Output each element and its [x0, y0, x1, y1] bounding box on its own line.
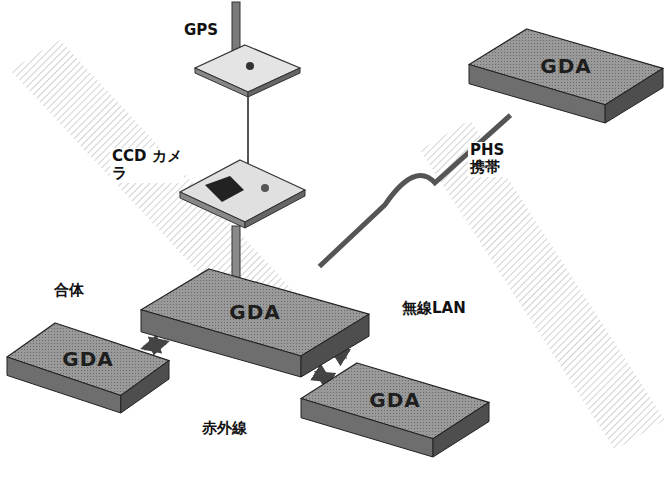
- module-name: GDA: [229, 300, 281, 324]
- ccd-camera: [205, 176, 244, 202]
- link-label: 赤外線: [200, 420, 249, 437]
- link-label: 合体: [52, 282, 86, 299]
- ccd-layer: [180, 160, 305, 222]
- gda-module: GDA: [140, 268, 370, 378]
- gda-module: GDA: [468, 28, 664, 124]
- module-name: GDA: [369, 388, 421, 412]
- part-label: GPS: [182, 22, 220, 39]
- link-label: PHS 携帯: [468, 142, 526, 177]
- module-name: GDA: [540, 54, 592, 78]
- part-label: CCD カメラ: [110, 148, 184, 183]
- link-connector: [319, 115, 510, 266]
- link-label: 無線LAN: [400, 300, 468, 317]
- gps-layer: [195, 45, 300, 92]
- link-connector: [317, 373, 329, 380]
- link-connector: [144, 342, 166, 348]
- module-name: GDA: [62, 347, 114, 371]
- gda-module: GDA: [6, 322, 170, 414]
- gps-chip: [246, 62, 254, 70]
- gda-module: GDA: [300, 362, 490, 458]
